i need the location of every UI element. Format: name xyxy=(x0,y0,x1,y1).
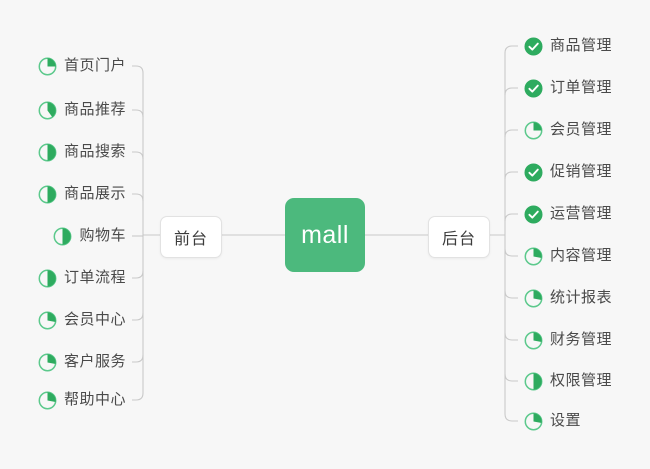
leaf-label: 促销管理 xyxy=(550,163,613,180)
pie-progress-icon xyxy=(524,331,543,350)
leaf-node[interactable]: 商品管理 xyxy=(524,33,612,59)
leaf-node[interactable]: 商品推荐 xyxy=(38,97,126,123)
pie-progress-icon xyxy=(524,412,543,431)
pie-progress-icon xyxy=(38,391,57,410)
pie-progress-icon xyxy=(524,121,543,140)
leaf-node[interactable]: 运营管理 xyxy=(524,201,612,227)
leaf-node[interactable]: 首页门户 xyxy=(38,53,126,79)
leaf-node[interactable]: 订单流程 xyxy=(38,265,126,291)
pie-progress-icon xyxy=(524,289,543,308)
root-node[interactable]: mall xyxy=(285,198,365,272)
leaf-node[interactable]: 促销管理 xyxy=(524,159,612,185)
leaf-node[interactable]: 内容管理 xyxy=(524,243,612,269)
pie-progress-icon xyxy=(38,143,57,162)
check-circle-icon xyxy=(524,79,543,98)
leaf-node[interactable]: 财务管理 xyxy=(524,327,612,353)
leaf-label: 财务管理 xyxy=(550,331,613,348)
leaf-node[interactable]: 会员管理 xyxy=(524,117,612,143)
pie-progress-icon xyxy=(38,269,57,288)
pie-progress-icon xyxy=(524,247,543,266)
pie-progress-icon xyxy=(38,101,57,120)
leaf-node[interactable]: 商品展示 xyxy=(38,181,126,207)
pie-progress-icon xyxy=(38,311,57,330)
leaf-label: 订单流程 xyxy=(63,269,126,286)
branch-node-backend[interactable]: 后台 xyxy=(428,216,490,258)
leaf-node[interactable]: 客户服务 xyxy=(38,349,126,375)
pie-progress-icon xyxy=(38,57,57,76)
leaf-label: 商品搜索 xyxy=(63,143,126,160)
check-circle-icon xyxy=(524,37,543,56)
leaf-label: 商品管理 xyxy=(550,37,613,54)
leaf-node[interactable]: 会员中心 xyxy=(38,307,126,333)
check-circle-icon xyxy=(524,205,543,224)
leaf-label: 权限管理 xyxy=(550,372,613,389)
leaf-node[interactable]: 商品搜索 xyxy=(38,139,126,165)
check-circle-icon xyxy=(524,163,543,182)
leaf-label: 会员管理 xyxy=(550,121,613,138)
leaf-label: 统计报表 xyxy=(550,289,613,306)
leaf-node[interactable]: 权限管理 xyxy=(524,368,612,394)
leaf-label: 内容管理 xyxy=(550,247,613,264)
leaf-label: 运营管理 xyxy=(550,205,613,222)
leaf-node[interactable]: 统计报表 xyxy=(524,285,612,311)
leaf-label: 商品展示 xyxy=(63,185,126,202)
leaf-label: 订单管理 xyxy=(550,79,613,96)
leaf-label: 购物车 xyxy=(79,227,126,244)
leaf-node[interactable]: 设置 xyxy=(524,408,581,434)
branch-node-frontend[interactable]: 前台 xyxy=(160,216,222,258)
leaf-label: 帮助中心 xyxy=(63,391,126,408)
leaf-node[interactable]: 帮助中心 xyxy=(38,387,126,413)
leaf-node[interactable]: 购物车 xyxy=(53,223,126,249)
leaf-label: 会员中心 xyxy=(63,311,126,328)
leaf-node[interactable]: 订单管理 xyxy=(524,75,612,101)
pie-progress-icon xyxy=(38,353,57,372)
pie-progress-icon xyxy=(38,185,57,204)
pie-progress-icon xyxy=(524,372,543,391)
pie-progress-icon xyxy=(53,227,72,246)
leaf-label: 客户服务 xyxy=(63,353,126,370)
leaf-label: 首页门户 xyxy=(63,57,126,74)
leaf-label: 商品推荐 xyxy=(63,101,126,118)
leaf-label: 设置 xyxy=(550,412,582,429)
